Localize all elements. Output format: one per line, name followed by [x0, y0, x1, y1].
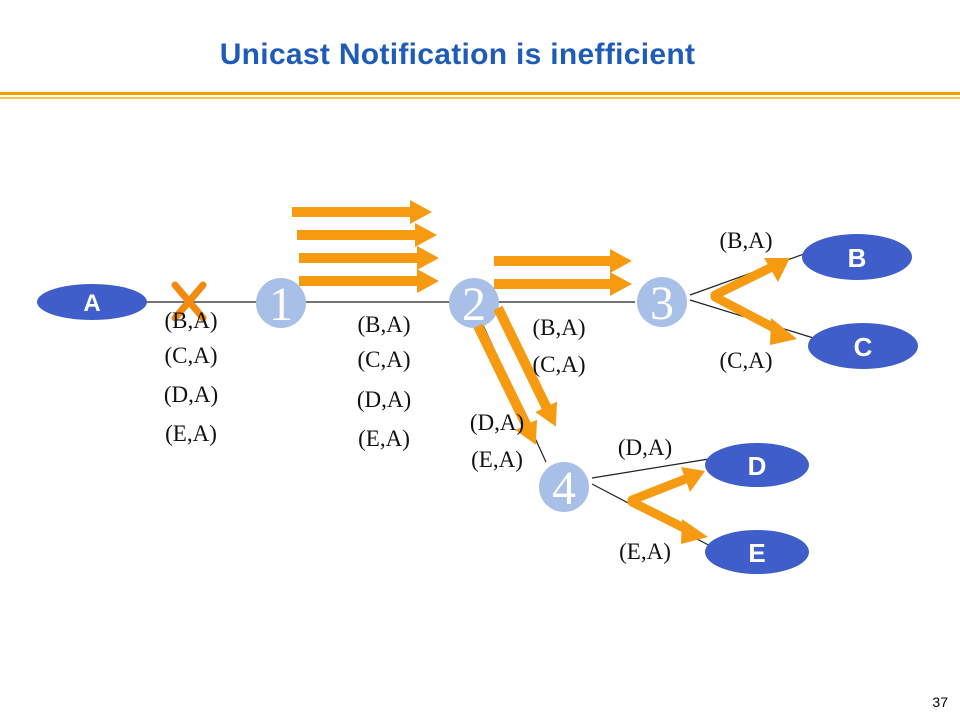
- page-number: 37: [932, 694, 948, 710]
- label-23-c: (C,A): [532, 352, 585, 377]
- blocked-x-icon: [171, 281, 207, 322]
- host-e-label: E: [748, 538, 765, 568]
- router-2: 2: [449, 278, 499, 331]
- host-e: E: [705, 530, 809, 574]
- router-4-label: 4: [552, 462, 576, 515]
- router-4: 4: [539, 462, 589, 515]
- label-4e: (E,A): [619, 539, 671, 564]
- branch-arrowheads: [681, 258, 797, 544]
- title-divider-secondary: [0, 97, 960, 99]
- arrowhead-4-d: [681, 467, 705, 492]
- host-c-label: C: [854, 332, 873, 362]
- link-4-d: [591, 457, 716, 479]
- host-c: C: [808, 323, 918, 369]
- router-1-label: 1: [269, 278, 293, 331]
- arrowhead-3-b: [764, 258, 790, 282]
- arrow-link12-2: [297, 223, 437, 247]
- label-12-c: (C,A): [357, 347, 410, 372]
- arrow-link24-1: [493, 305, 558, 427]
- label-a1-e: (E,A): [165, 421, 217, 446]
- arrowhead-3-c: [770, 318, 797, 345]
- label-12-b: (B,A): [357, 312, 410, 337]
- label-24-d: (D,A): [470, 410, 524, 435]
- router-3-label: 3: [650, 277, 674, 330]
- arrow-link12-3: [299, 246, 439, 270]
- label-12-e: (E,A): [358, 426, 410, 451]
- arrow-link12-1: [292, 200, 432, 224]
- arrow-link12-4: [299, 269, 439, 293]
- host-a: A: [37, 284, 147, 320]
- host-b-label: B: [848, 243, 867, 273]
- router-2-label: 2: [462, 278, 486, 331]
- label-a1-b: (B,A): [164, 308, 217, 333]
- arrow-3-c: [710, 292, 783, 335]
- title-divider: [0, 92, 960, 95]
- label-23-b: (B,A): [532, 315, 585, 340]
- router-3: 3: [637, 277, 687, 330]
- arrow-link23-1: [494, 249, 632, 273]
- slide-title: Unicast Notification is inefficient: [219, 38, 696, 71]
- host-d-label: D: [748, 451, 767, 481]
- host-a-label: A: [83, 290, 100, 317]
- label-12-d: (D,A): [357, 387, 411, 412]
- host-b: B: [802, 234, 912, 280]
- arrow-3-b: [710, 263, 775, 300]
- label-a1-c: (C,A): [164, 343, 217, 368]
- label-3b: (B,A): [719, 228, 772, 253]
- branch-arrows: [627, 263, 783, 535]
- host-d: D: [705, 443, 809, 487]
- arrowhead-4-e: [681, 519, 708, 544]
- arrow-link24-2: [473, 323, 538, 445]
- arrow-4-d: [627, 473, 693, 505]
- unicast-arrows: [292, 200, 632, 445]
- label-24-e: (E,A): [471, 447, 523, 472]
- router-1: 1: [256, 278, 306, 331]
- labels-link-a-1: (B,A) (C,A) (D,A) (E,A): [164, 308, 218, 446]
- label-a1-d: (D,A): [164, 382, 218, 407]
- label-3c: (C,A): [719, 348, 772, 373]
- labels-link-2-4: (D,A) (E,A): [470, 410, 524, 472]
- label-4d: (D,A): [618, 435, 672, 460]
- arrow-link23-2: [494, 272, 632, 296]
- labels-link-2-3: (B,A) (C,A): [532, 315, 585, 377]
- labels-link-1-2: (B,A) (C,A) (D,A) (E,A): [357, 312, 411, 451]
- arrow-4-e: [627, 497, 693, 535]
